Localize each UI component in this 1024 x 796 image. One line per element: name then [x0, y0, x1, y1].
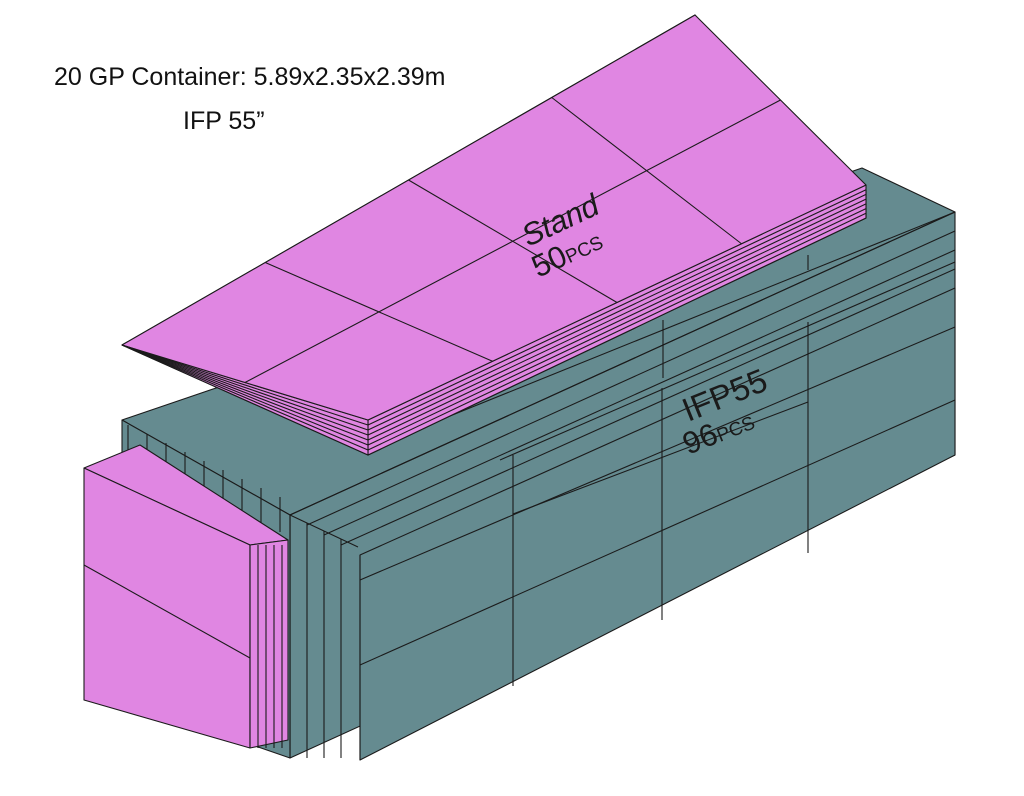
stand-stack-mid-line	[83, 564, 251, 659]
cargo-blocks	[83, 14, 956, 761]
ifp-slab-top-line	[323, 530, 342, 540]
ifp-slab-diagonal	[323, 249, 956, 536]
stand-slab-line	[367, 208, 867, 446]
stand-slab-line	[367, 198, 867, 436]
ifp-grid-horizontal	[359, 326, 956, 581]
ifp-slab-diagonal	[306, 230, 956, 526]
ifp-grid-horizontal	[512, 401, 809, 515]
stand-side-slab-line	[121, 344, 369, 426]
stand-side-slab-line	[121, 344, 369, 446]
stand-side-slab-line	[121, 344, 369, 441]
stand-side-slab-line	[121, 344, 369, 436]
container-spec-title: 20 GP Container: 5.89x2.35x2.39m	[54, 63, 446, 91]
ifp-slab-diagonal	[340, 268, 956, 546]
stand-top-surface	[121, 14, 867, 421]
stand-slab-line	[367, 189, 867, 426]
stand-slab-line	[367, 203, 867, 441]
stand-side-slab-line	[121, 344, 369, 431]
ifp-grid-horizontal	[359, 399, 956, 666]
ifp-slab-top-line	[306, 522, 325, 532]
stand-slab-line	[367, 212, 867, 451]
ifp-upper-band-line	[439, 211, 956, 421]
ifp-slab-top-line	[340, 538, 359, 548]
stand-side-slab-line	[121, 344, 369, 451]
ifp-slab-top-line	[289, 514, 308, 524]
stand-top-grid-line	[244, 99, 781, 383]
stand-slab-line	[367, 193, 867, 431]
ifp-slab-diagonal	[289, 211, 956, 516]
ifp-upper-band-line	[499, 261, 956, 461]
product-subtitle: IFP 55”	[183, 107, 265, 135]
